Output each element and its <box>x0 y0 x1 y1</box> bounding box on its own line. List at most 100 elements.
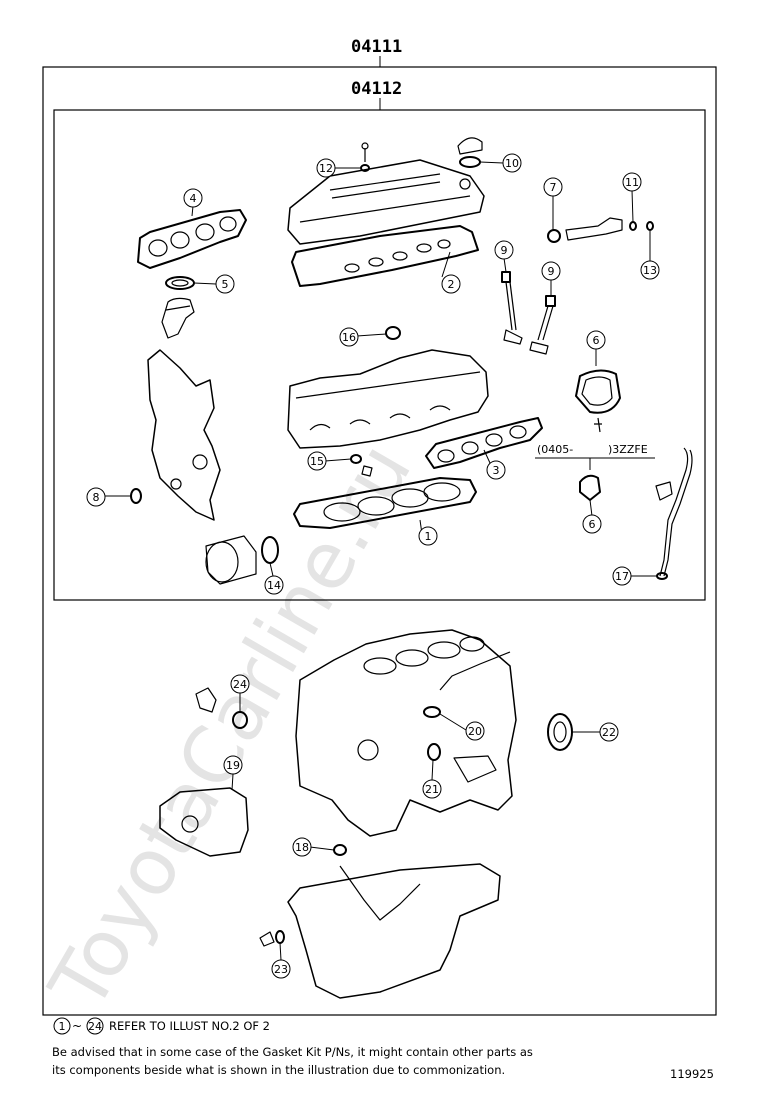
svg-text:5: 5 <box>222 278 229 291</box>
water-outlet-gasket <box>575 369 621 433</box>
callout-16: 16 <box>339 327 359 347</box>
callout-markers: 1 2 3 4 5 6 6 7 <box>86 153 660 979</box>
oil-filler-cap <box>457 137 483 168</box>
water-drain-seal <box>427 743 441 761</box>
callout-8: 8 <box>86 487 106 507</box>
svg-text:17: 17 <box>615 570 629 583</box>
callout-20: 20 <box>465 721 485 741</box>
callout-9-alt: 9 <box>541 261 561 281</box>
head-cover-gasket <box>291 225 479 287</box>
callout-1: 1 <box>418 526 438 546</box>
timing-chain-cover <box>147 349 221 521</box>
callout-2: 2 <box>441 274 461 294</box>
svg-text:12: 12 <box>319 162 333 175</box>
svg-text:2: 2 <box>448 278 455 291</box>
kit-number: 04111 <box>351 37 402 57</box>
callout-22: 22 <box>599 722 619 742</box>
valve-exhaust <box>529 295 556 355</box>
variant-engine: )3ZZFE <box>608 443 648 456</box>
svg-text:4: 4 <box>190 192 197 205</box>
crankshaft-front-seal <box>130 488 142 504</box>
o-ring <box>261 536 279 564</box>
svg-text:13: 13 <box>643 264 657 277</box>
callout-15: 15 <box>307 451 327 471</box>
callout-9: 9 <box>494 240 514 260</box>
svg-text:16: 16 <box>342 331 356 344</box>
svg-text:8: 8 <box>93 491 100 504</box>
svg-text:20: 20 <box>468 725 482 738</box>
pulley <box>205 535 257 585</box>
oil-strainer <box>333 844 347 856</box>
svg-text:11: 11 <box>625 176 639 189</box>
svg-text:6: 6 <box>593 334 600 347</box>
callout-4: 4 <box>183 188 203 208</box>
subkit-number: 04112 <box>351 79 402 99</box>
callout-5: 5 <box>215 274 235 294</box>
variant-date: (0405- <box>537 443 573 456</box>
watermark: ToyotaCarline.ru <box>33 429 429 1025</box>
footer-refer-text: REFER TO ILLUST NO.2 OF 2 <box>109 1019 270 1033</box>
oil-pan <box>287 863 501 999</box>
svg-text:9: 9 <box>501 244 508 257</box>
callout-18: 18 <box>292 837 312 857</box>
callout-7: 7 <box>543 177 563 197</box>
svg-text:9: 9 <box>548 265 555 278</box>
valve-intake <box>501 271 523 345</box>
illustration-id: 119925 <box>670 1067 714 1081</box>
footer-range-end: 24 <box>86 1017 104 1035</box>
svg-text:10: 10 <box>505 157 519 170</box>
callout-6: 6 <box>586 330 606 350</box>
svg-text:3: 3 <box>493 464 500 477</box>
cylinder-head-cover <box>287 142 485 245</box>
exhaust-ring-gasket <box>165 276 195 290</box>
cylinder-block <box>295 629 517 837</box>
intake-manifold-gasket <box>425 417 543 469</box>
footer-note-line2: its components beside what is shown in t… <box>52 1063 506 1077</box>
block-gasket <box>423 706 441 718</box>
bolt-seal <box>360 164 370 172</box>
water-outlet-gasket-alt <box>579 474 601 501</box>
fuel-injector <box>547 217 654 243</box>
variant-bracket <box>535 457 655 470</box>
svg-text:6: 6 <box>589 518 596 531</box>
svg-text:21: 21 <box>425 783 439 796</box>
kit-frame <box>42 66 717 1016</box>
svg-text:24: 24 <box>233 678 247 691</box>
subkit-frame <box>53 109 706 601</box>
rear-oil-seal <box>547 713 573 751</box>
callout-11: 11 <box>622 172 642 192</box>
callout-24: 24 <box>230 674 250 694</box>
callout-19: 19 <box>223 755 243 775</box>
callout-14: 14 <box>264 575 284 595</box>
svg-text:23: 23 <box>274 963 288 976</box>
callout-17: 17 <box>612 566 632 586</box>
svg-text:15: 15 <box>310 455 324 468</box>
svg-text:1: 1 <box>425 530 432 543</box>
exhaust-pipe <box>161 297 195 339</box>
callout-23: 23 <box>271 959 291 979</box>
svg-text:24: 24 <box>88 1020 102 1033</box>
callout-12: 12 <box>316 158 336 178</box>
footer-note-line1: Be advised that in some case of the Gask… <box>52 1045 533 1059</box>
callout-13: 13 <box>640 260 660 280</box>
footer-range-start: 1 <box>53 1017 71 1035</box>
cam-oil-seal <box>385 326 401 340</box>
svg-text:7: 7 <box>550 181 557 194</box>
svg-text:18: 18 <box>295 841 309 854</box>
svg-text:19: 19 <box>226 759 240 772</box>
oil-gauge-guide <box>655 447 693 580</box>
callout-10: 10 <box>502 153 522 173</box>
callout-21: 21 <box>422 779 442 799</box>
cylinder-head <box>287 349 489 449</box>
leader-lines <box>104 161 657 961</box>
cylinder-head-gasket <box>293 477 477 529</box>
exhaust-manifold-gasket <box>137 209 247 269</box>
oil-pump-cover <box>159 787 249 857</box>
footer-tilde: ~ <box>72 1019 82 1033</box>
svg-text:14: 14 <box>267 579 281 592</box>
svg-text:1: 1 <box>59 1020 66 1033</box>
callout-3: 3 <box>486 460 506 480</box>
svg-text:22: 22 <box>602 726 616 739</box>
callout-6-alt: 6 <box>582 514 602 534</box>
